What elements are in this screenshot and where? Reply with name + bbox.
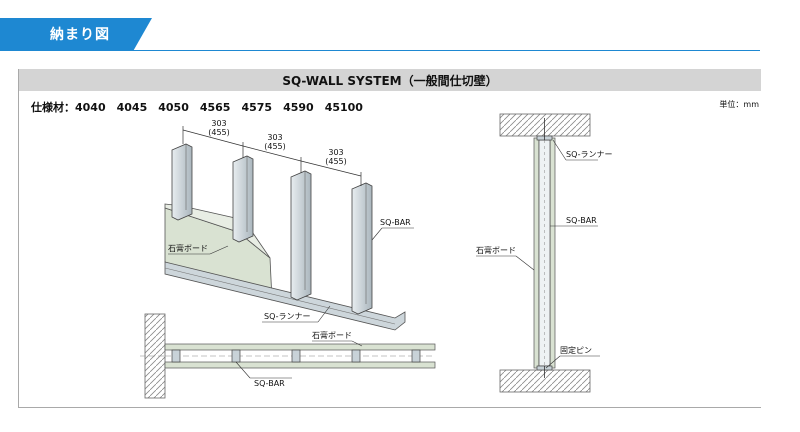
- perspective-view: 303 (455) 303 (455) 303 (455) SQ-BAR 石膏ボ…: [164, 119, 414, 331]
- stud-bar: [290, 170, 312, 301]
- section-view: SQ-ランナー SQ-BAR 石膏ボード 固定ピン: [476, 113, 612, 393]
- system-title: SQ-WALL SYSTEM（一般間仕切壁）: [282, 74, 498, 88]
- detail-frame: SQ-WALL SYSTEM（一般間仕切壁） 仕様材：4040 4045 405…: [18, 69, 761, 408]
- unit-label: 単位：mm: [719, 100, 759, 109]
- spacing-alt: (455): [264, 142, 286, 151]
- section-label-gypsum-board: 石膏ボード: [476, 245, 516, 255]
- section-label-sq-bar: SQ-BAR: [566, 216, 597, 225]
- plan-board-top: [164, 343, 436, 351]
- system-header: [19, 69, 761, 91]
- plan-view: 石膏ボード SQ-BAR: [140, 313, 436, 399]
- plan-bar: [411, 349, 421, 363]
- spacing-alt: (455): [325, 157, 347, 166]
- section-tab[interactable]: [0, 18, 152, 50]
- label-sq-runner: SQ-ランナー: [264, 312, 310, 321]
- plan-label-gypsum-board: 石膏ボード: [312, 330, 352, 340]
- section-tab-bar: 納まり図: [0, 18, 760, 51]
- stud-bar: [351, 182, 373, 315]
- spec-materials: 仕様材：4040 4045 4050 4565 4575 4590 45100: [31, 101, 363, 114]
- plan-bar: [351, 349, 361, 363]
- section-tab-label: 納まり図: [50, 27, 110, 43]
- dimension-chain: [182, 126, 362, 186]
- plan-label-sq-bar: SQ-BAR: [254, 379, 285, 388]
- plan-board-bottom: [164, 361, 436, 369]
- spacing-value: 303: [211, 119, 226, 128]
- section-board-left: [533, 137, 540, 369]
- plan-bar: [171, 349, 181, 363]
- runner-channel: [164, 261, 406, 331]
- section-label-sq-runner: SQ-ランナー: [566, 150, 612, 159]
- ceiling-slab: [499, 113, 591, 137]
- spacing-value: 303: [267, 133, 282, 142]
- plan-bar: [291, 349, 301, 363]
- floor-slab: [499, 369, 591, 393]
- section-label-fixing-pin: 固定ピン: [560, 345, 592, 355]
- plan-bar: [231, 349, 241, 363]
- spacing-value: 303: [328, 148, 343, 157]
- section-board-right: [549, 137, 556, 369]
- stud-bar: [171, 143, 193, 221]
- spacing-alt: (455): [208, 128, 230, 137]
- label-gypsum-board: 石膏ボード: [168, 243, 208, 253]
- stud-bar: [232, 155, 254, 243]
- label-sq-bar: SQ-BAR: [380, 218, 411, 227]
